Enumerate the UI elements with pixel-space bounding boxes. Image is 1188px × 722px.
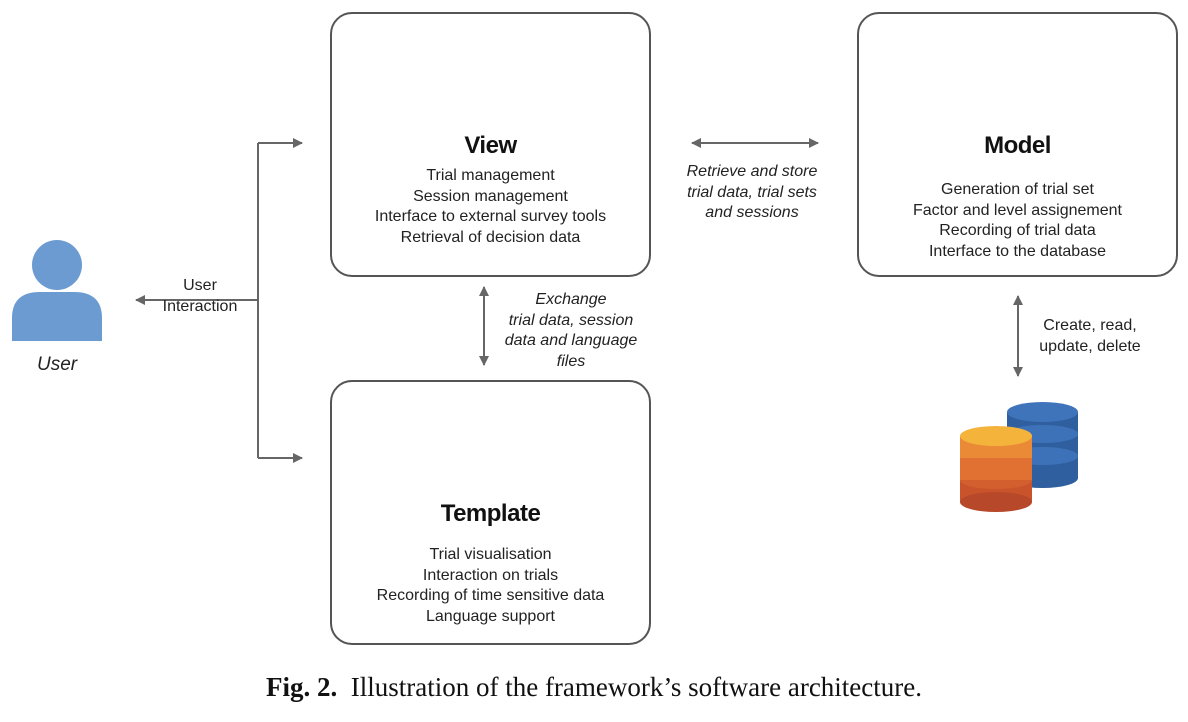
caption-text: Illustration of the framework’s software… [350,672,923,702]
edge-label-line: and sessions [705,204,799,221]
view-line: Interface to external survey tools [374,208,607,225]
database-icon [960,402,1078,512]
view-line: Retrieval of decision data [400,228,581,246]
view-box: View Trial management Session management… [330,12,651,277]
edge-label-line: Interaction [162,297,238,315]
model-line: Recording of trial data [939,222,1096,239]
view-line: Trial management [426,167,555,184]
user-label: User [37,354,78,375]
edge-label-line: update, delete [1039,337,1141,355]
view-responsibilities: Trial management Session management Inte… [332,166,649,248]
caption-label: Fig. 2. [265,672,338,702]
edge-label-line: files [556,352,586,370]
view-model-label: Retrieve and store trial data, trial set… [662,162,842,224]
template-title: Template [440,500,541,527]
model-title: Model [984,132,1051,159]
model-line: Interface to the database [928,242,1106,260]
template-box: Template Trial visualisation Interaction… [330,380,651,645]
view-line: Session management [413,187,568,205]
template-line: Language support [426,607,555,625]
user-interaction-edge [135,138,303,463]
edge-label-line: Create, read, [1043,317,1137,334]
edge-label-line: data and language [504,332,638,349]
user-interaction-label: User Interaction [150,276,250,317]
figure-caption: Fig. 2. Illustration of the framework’s … [0,672,1188,703]
view-template-label: Exchange trial data, session data and la… [496,290,646,372]
edge-label-line: trial data, session [508,311,634,329]
edge-label-line: trial data, trial sets [687,183,817,201]
view-title: View [464,132,517,159]
edge-label-line: User [183,277,217,294]
template-responsibilities: Trial visualisation Interaction on trial… [332,545,649,627]
model-line: Factor and level assignement [913,201,1122,219]
model-db-label: Create, read, update, delete [1030,316,1150,357]
edge-label-line: Exchange [535,291,607,308]
user-icon [12,240,102,341]
model-box: Model Generation of trial set Factor and… [857,12,1178,277]
model-line: Generation of trial set [941,181,1094,198]
model-responsibilities: Generation of trial set Factor and level… [859,180,1176,262]
edge-label-line: Retrieve and store [686,163,818,180]
template-line: Interaction on trials [422,566,559,584]
template-line: Trial visualisation [429,546,552,563]
template-line: Recording of time sensitive data [376,587,605,604]
